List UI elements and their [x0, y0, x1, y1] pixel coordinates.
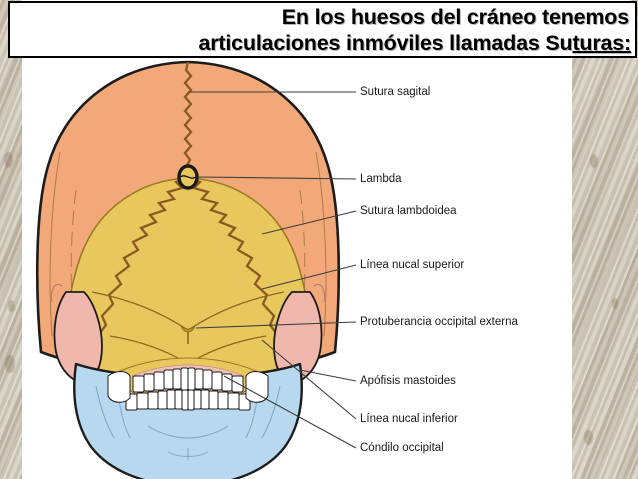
title-line-2-underlined: turas: [572, 30, 631, 55]
label-condilo-occipital[interactable]: Cóndilo occipital [360, 442, 444, 454]
leader-linea-nucal-inferior [261, 339, 357, 420]
leader-protuberancia-occipital-externa [195, 321, 357, 329]
leader-lambda [197, 176, 357, 180]
protuberancia-occipital-externa-mark [180, 325, 196, 333]
leader-apofisis-mastoides [299, 369, 357, 382]
label-linea-nucal-inferior[interactable]: Línea nucal inferior [360, 413, 458, 425]
right-wood-texture-strip [572, 58, 638, 479]
title-line-2-plain: articulaciones inmóviles llamadas Su [198, 30, 573, 55]
leader-condilo-occipital [223, 375, 357, 449]
left-wood-texture-strip [0, 0, 22, 479]
label-sutura-lambdoidea[interactable]: Sutura lambdoidea [360, 205, 457, 217]
label-protuberancia-occipital-externa[interactable]: Protuberancia occipital externa [360, 316, 518, 328]
label-apofisis-mastoides[interactable]: Apófisis mastoides [360, 375, 456, 387]
title-line-1: En los huesos del cráneo tenemos [281, 4, 629, 29]
label-sutura-sagital[interactable]: Sutura sagital [360, 86, 431, 98]
parietal-ridge-lines [49, 151, 327, 337]
temporal-mastoid-bones [51, 284, 325, 385]
label-lambda[interactable]: Lambda [360, 173, 402, 185]
title-banner: En los huesos del cráneo tenemos articul… [8, 1, 637, 58]
label-linea-nucal-superior[interactable]: Línea nucal superior [360, 259, 465, 271]
title-line-2: articulaciones inmóviles llamadas Sutura… [198, 30, 631, 56]
lambda-point-marker [177, 164, 199, 190]
leader-linea-nucal-superior [261, 264, 357, 290]
sutura-sagital-line [183, 61, 193, 179]
teeth-row [107, 357, 269, 411]
leader-sutura-lambdoidea [261, 210, 357, 235]
